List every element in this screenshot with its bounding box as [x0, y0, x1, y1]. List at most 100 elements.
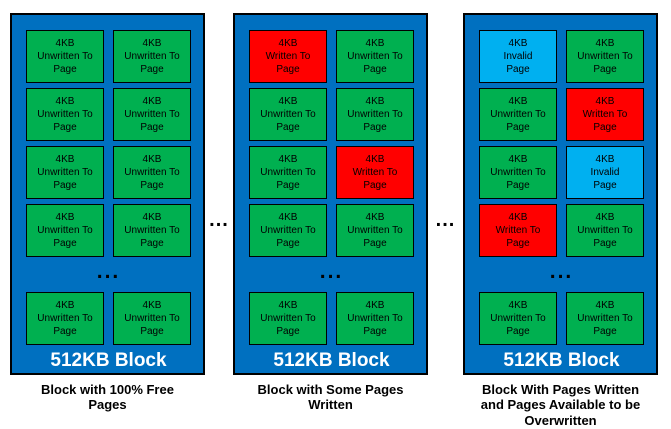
- page-label-line: Unwritten To: [37, 109, 93, 120]
- page-label-line: Page: [140, 64, 164, 75]
- page-label-line: 4KB: [142, 96, 162, 107]
- block-caption: Block with Some Pages Written: [257, 382, 404, 413]
- page-label-line: Page: [53, 122, 77, 133]
- page-label-line: Page: [363, 326, 387, 337]
- page-label-line: 4KB: [55, 38, 75, 49]
- page-unwritten: 4KB Unwritten To Page: [26, 88, 104, 141]
- between-blocks-ellipsis: ...: [428, 13, 463, 375]
- page-label-line: 4KB: [55, 212, 75, 223]
- page-label-line: Page: [140, 122, 164, 133]
- page-label-line: Unwritten To: [577, 225, 633, 236]
- page-label-line: Page: [276, 122, 300, 133]
- block-label: 512KB Block: [50, 350, 167, 371]
- outer-ellipsis-dots: ...: [209, 209, 229, 231]
- page-label-line: Unwritten To: [347, 51, 403, 62]
- page-label-line: Invalid: [590, 167, 620, 178]
- page-label-line: Unwritten To: [124, 167, 180, 178]
- page-label-line: Page: [363, 122, 387, 133]
- page-label-line: Page: [363, 64, 387, 75]
- page-label-line: Page: [53, 326, 77, 337]
- page-label-line: Unwritten To: [124, 313, 180, 324]
- page-unwritten: 4KB Unwritten To Page: [479, 146, 557, 199]
- page-written: 4KB Written To Page: [566, 88, 644, 141]
- page-label-line: 4KB: [55, 96, 75, 107]
- page-label-line: Unwritten To: [347, 225, 403, 236]
- page-unwritten: 4KB Unwritten To Page: [26, 146, 104, 199]
- block-column-1: 4KB Unwritten To Page 4KB Unwritten To Page 4K…: [10, 13, 205, 413]
- inner-ellipsis-dots: ...: [319, 260, 344, 283]
- page-label-line: Unwritten To: [37, 225, 93, 236]
- page-label-line: Page: [506, 238, 530, 249]
- block-label: 512KB Block: [273, 350, 390, 371]
- page-label-line: 4KB: [508, 38, 528, 49]
- page-label-line: Page: [276, 326, 300, 337]
- page-label-line: Page: [506, 64, 530, 75]
- page-label-line: Unwritten To: [260, 313, 316, 324]
- page-label-line: 4KB: [278, 38, 298, 49]
- page-unwritten: 4KB Unwritten To Page: [479, 292, 557, 345]
- page-label-line: 4KB: [55, 300, 75, 311]
- page-label-line: Page: [53, 238, 77, 249]
- inner-ellipsis-dots: ...: [96, 260, 121, 283]
- page-label-line: Page: [506, 180, 530, 191]
- page-label-line: Unwritten To: [124, 51, 180, 62]
- page-label-line: Invalid: [503, 51, 533, 62]
- page-label-line: Page: [506, 326, 530, 337]
- page-label-line: 4KB: [278, 154, 298, 165]
- page-label-line: Unwritten To: [490, 313, 546, 324]
- outer-ellipsis-dots: ...: [435, 209, 456, 231]
- page-label-line: 4KB: [55, 154, 75, 165]
- page-label-line: Page: [593, 326, 617, 337]
- page-label-line: Unwritten To: [490, 167, 546, 178]
- page-label-line: Page: [363, 238, 387, 249]
- page-label-line: 4KB: [365, 212, 385, 223]
- page-label-line: 4KB: [278, 212, 298, 223]
- block-caption: Block with 100% Free Pages: [41, 382, 174, 413]
- page-label-line: Written To: [582, 109, 628, 120]
- page-label-line: 4KB: [595, 38, 615, 49]
- page-unwritten: 4KB Unwritten To Page: [113, 292, 191, 345]
- page-label-line: Page: [53, 180, 77, 191]
- page-label-line: Unwritten To: [260, 225, 316, 236]
- inner-ellipsis-dots: ...: [549, 260, 574, 283]
- page-label-line: 4KB: [595, 96, 615, 107]
- page-label-line: 4KB: [508, 300, 528, 311]
- page-label-line: Page: [140, 326, 164, 337]
- page-label-line: 4KB: [278, 300, 298, 311]
- page-label-line: Page: [140, 238, 164, 249]
- page-label-line: Page: [140, 180, 164, 191]
- page-label-line: 4KB: [595, 300, 615, 311]
- page-label-line: 4KB: [278, 96, 298, 107]
- page-label-line: 4KB: [142, 300, 162, 311]
- page-label-line: Unwritten To: [37, 167, 93, 178]
- page-label-line: Written To: [495, 225, 541, 236]
- page-label-line: Unwritten To: [347, 313, 403, 324]
- page-label-line: 4KB: [595, 212, 615, 223]
- page-unwritten: 4KB Unwritten To Page: [336, 204, 414, 257]
- page-label-line: Page: [593, 122, 617, 133]
- page-label-line: Unwritten To: [37, 313, 93, 324]
- page-label-line: Page: [276, 64, 300, 75]
- page-label-line: 4KB: [508, 154, 528, 165]
